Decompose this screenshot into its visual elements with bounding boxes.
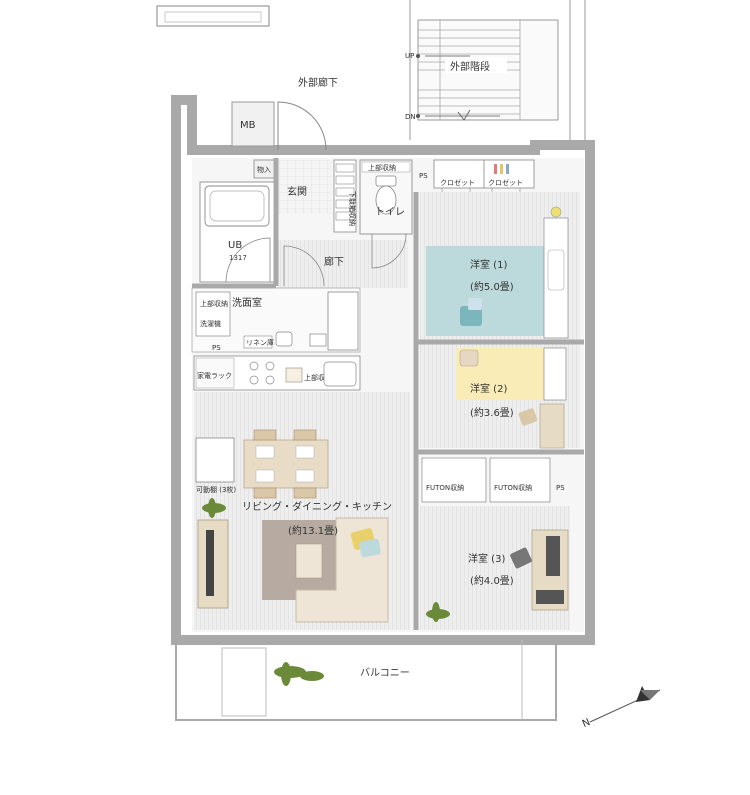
stairs-down-label: DN (405, 113, 416, 121)
room3-name-label: 洋室 (3) (468, 552, 505, 565)
entrance-area: 物入 玄関 下駄箱収納 廊下 (253, 159, 408, 288)
room3-size-label: (約4.0畳) (470, 574, 514, 587)
ps-label-right: PS (556, 484, 565, 492)
balcony-label: バルコニー (360, 667, 410, 679)
balcony: バルコニー (175, 639, 557, 721)
unit-bath: UB 1317 (199, 181, 275, 283)
washroom-upper-storage: 上部収納 (200, 299, 228, 308)
linen-label: リネン庫 (246, 338, 274, 347)
kitchen-upper-storage: 上部収納 (304, 373, 332, 382)
plant-icon (426, 602, 450, 622)
room-2: 洋室 (2) (約3.6畳) (420, 344, 580, 449)
plant-icon (202, 498, 226, 518)
room2-name-label: 洋室 (2) (470, 382, 507, 395)
ub-size-label: 1317 (229, 254, 247, 262)
room-3: 洋室 (3) (約4.0畳) (420, 506, 570, 630)
futon2-label: FUTON収納 (494, 483, 532, 492)
kitchen: 家電ラック 上部収納 (193, 355, 361, 391)
room2-size-label: (約3.6畳) (470, 406, 514, 419)
mb-label: MB (240, 120, 256, 131)
storage-label: 物入 (257, 165, 271, 174)
appliance-rack-label: 家電ラック (197, 371, 232, 380)
closet2-label: クロゼット (488, 178, 523, 187)
outer-stairs: UP DN 外部階段 (405, 19, 559, 121)
washroom-label: 洗面室 (232, 296, 262, 309)
laundry-label: 洗濯機 (200, 319, 221, 328)
toilet-upper-storage-label: 上部収納 (368, 163, 396, 172)
shoe-storage-label: 下駄箱収納 (348, 191, 357, 226)
room1-name-label: 洋室 (1) (470, 258, 507, 271)
ldk-size-label: (約13.1畳) (288, 524, 338, 537)
ub-label: UB (228, 240, 242, 251)
futon1-label: FUTON収納 (426, 483, 464, 492)
outer-stairs-label: 外部階段 (450, 60, 490, 73)
toilet-room: 上部収納 トイレ (359, 159, 413, 269)
ps-label-top: PS (419, 172, 428, 180)
interior-walls (192, 158, 584, 630)
room1-size-label: (約5.0畳) (470, 280, 514, 293)
plant-icon (274, 662, 324, 686)
movable-shelf-label: 可動棚 (3枚) (196, 485, 236, 494)
washroom: 上部収納 洗濯機 洗面室 リネン庫 PS (191, 287, 361, 353)
genkan-label: 玄関 (287, 185, 307, 198)
ldk-name-label: リビング・ダイニング・キッチン (242, 500, 392, 513)
outer-corridor-label: 外部廊下 (298, 76, 338, 89)
upper-structure (156, 0, 586, 140)
compass-icon: N (581, 686, 661, 730)
compass-north-label: N (581, 717, 592, 730)
stairs-up-label: UP (405, 52, 414, 60)
toilet-label: トイレ (375, 207, 405, 218)
room-1: 洋室 (1) (約5.0畳) (420, 192, 580, 340)
ps-label-wash: PS (212, 344, 221, 352)
closet1-label: クロゼット (440, 178, 475, 187)
ldk-room: 可動棚 (3枚) リビング・ダイニング・キッチン (約13.1畳) (194, 392, 410, 630)
hall-label: 廊下 (324, 255, 344, 268)
